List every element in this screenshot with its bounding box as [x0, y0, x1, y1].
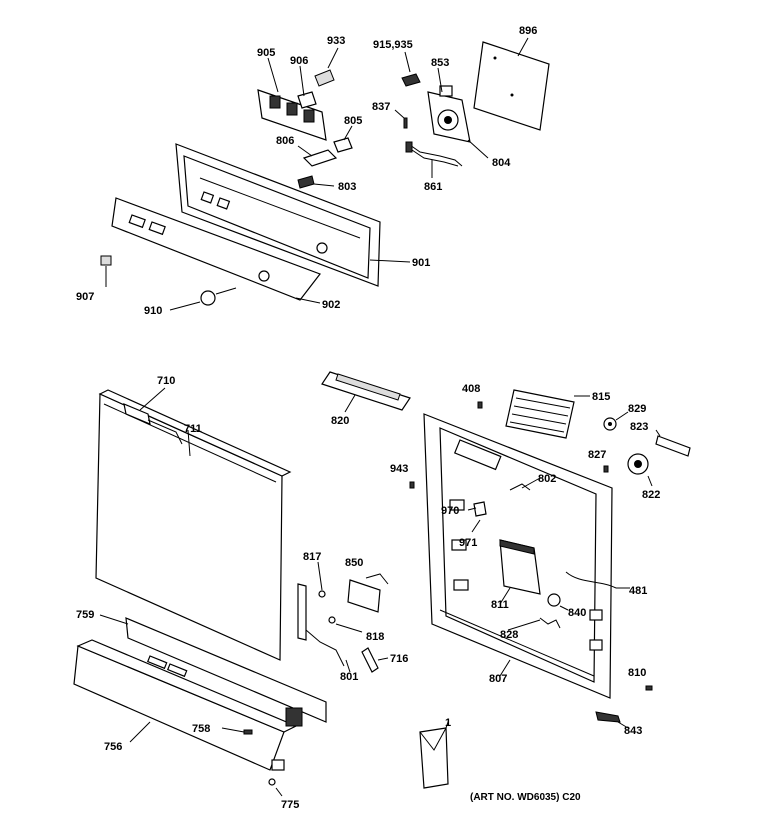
part-823-shaft: [655, 429, 691, 457]
part-756-toekick: [73, 639, 303, 771]
label-481: 481: [629, 585, 647, 597]
part-811-dispenser: [499, 539, 541, 605]
part-775-clip: [268, 759, 285, 797]
label-970: 970: [441, 505, 459, 517]
label-853: 853: [431, 57, 449, 69]
part-828-lever: [507, 617, 561, 631]
part-861-harness: [405, 141, 463, 178]
label-850: 850: [345, 557, 363, 569]
label-915-935: 915,935: [373, 39, 413, 51]
part-970-971-clip: [467, 501, 487, 533]
label-806: 806: [276, 135, 294, 147]
part-810-screw: [645, 685, 653, 691]
part-850-bracket: [347, 573, 389, 613]
part-829-washer: [603, 411, 629, 431]
part-759-bracket: [99, 614, 327, 723]
label-805a: 805: [344, 115, 362, 127]
part-716-link: [361, 647, 389, 673]
label-907: 907: [76, 291, 94, 303]
part-758-screw: [221, 727, 253, 735]
label-820: 820: [331, 415, 349, 427]
label-817: 817: [303, 551, 321, 563]
part-820-vent: [321, 371, 411, 413]
part-840-cam: [547, 593, 569, 611]
part-933-switch: [314, 47, 339, 87]
part-837-clip: [394, 109, 408, 129]
label-843: 843: [624, 725, 642, 737]
label-756: 756: [104, 741, 122, 753]
label-408: 408: [462, 383, 480, 395]
label-803: 803: [338, 181, 356, 193]
part-711-outer-door: [95, 389, 292, 661]
label-716: 716: [390, 653, 408, 665]
label-896: 896: [519, 25, 537, 37]
part-943-screw: [409, 481, 415, 489]
label-802: 802: [538, 473, 556, 485]
part-843-trim: [595, 711, 629, 729]
part-822-knob: [627, 453, 653, 487]
part-910-knob: [169, 287, 237, 311]
label-804: 804: [492, 157, 511, 169]
label-933: 933: [327, 35, 345, 47]
art-number: (ART NO. WD6035) C20: [470, 792, 581, 803]
part-805-bracket: [333, 125, 353, 153]
part-915-935-knob: [401, 51, 421, 87]
part-901-console: [175, 143, 411, 287]
label-710: 710: [157, 375, 175, 387]
part-710-bracket: [123, 387, 183, 445]
label-829: 829: [628, 403, 646, 415]
label-901: 901: [412, 257, 430, 269]
part-481-wiring: [565, 571, 630, 589]
label-807: 807: [489, 673, 507, 685]
part-801-spring: [305, 629, 351, 673]
part-806-plate: [297, 145, 338, 167]
part-802-latch: [509, 477, 541, 491]
label-758: 758: [192, 723, 210, 735]
label-827: 827: [588, 449, 606, 461]
label-823: 823: [630, 421, 648, 433]
label-818: 818: [366, 631, 384, 643]
part-907-button: [100, 255, 112, 287]
label-815: 815: [592, 391, 610, 403]
part-408-screw: [477, 401, 483, 409]
part-905-906-switch-bank: [257, 57, 327, 141]
part-817-hinge-arm: [297, 561, 326, 641]
label-840: 840: [568, 607, 586, 619]
part-853-804-timer: [427, 67, 489, 159]
label-837: 837: [372, 101, 390, 113]
part-827-screw: [603, 465, 609, 473]
label-861: 861: [424, 181, 442, 193]
part-1-literature: [419, 721, 449, 789]
label-910: 910: [144, 305, 162, 317]
label-811: 811: [491, 599, 509, 611]
label-810: 810: [628, 667, 646, 679]
part-818-screw: [328, 616, 363, 633]
label-759: 759: [76, 609, 94, 621]
part-803-clip: [297, 175, 335, 189]
label-822: 822: [642, 489, 660, 501]
label-971: 971: [459, 537, 477, 549]
label-943: 943: [390, 463, 408, 475]
label-902: 902: [322, 299, 340, 311]
part-902-front-panel: [111, 197, 321, 304]
label-711: 711: [184, 423, 202, 435]
label-775: 775: [281, 799, 299, 811]
part-815-grate: [505, 389, 590, 439]
label-906: 906: [290, 55, 308, 67]
label-801: 801: [340, 671, 358, 683]
label-1: 1: [445, 717, 451, 729]
label-905: 905: [257, 47, 275, 59]
part-896-plate: [473, 37, 550, 131]
label-828: 828: [500, 629, 518, 641]
